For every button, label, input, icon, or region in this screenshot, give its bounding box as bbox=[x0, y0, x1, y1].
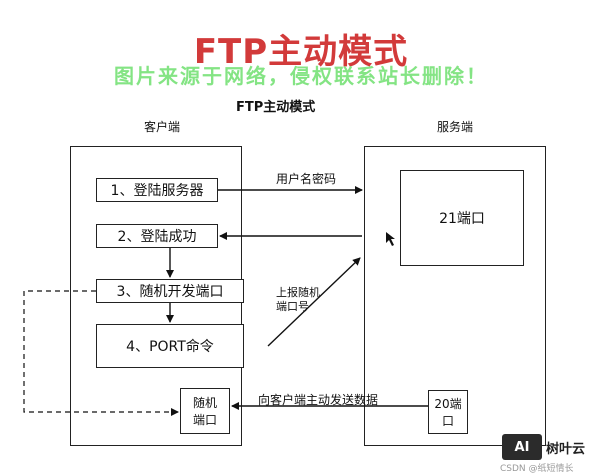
logo-icon: AI bbox=[502, 434, 542, 460]
report-port-line2: 端口号 bbox=[276, 300, 309, 313]
step-login-server: 1、登陆服务器 bbox=[96, 178, 218, 202]
step-open-random-port: 3、随机开发端口 bbox=[96, 279, 244, 303]
cursor-icon bbox=[386, 232, 395, 246]
brand-text: 树叶云 bbox=[546, 442, 586, 457]
port-20-line1: 20端 bbox=[434, 397, 462, 411]
user-password-label: 用户名密码 bbox=[276, 172, 337, 186]
port-20-box: 20端 口 bbox=[428, 390, 468, 434]
credit-text: CSDN @纸短情长 bbox=[500, 464, 574, 474]
port-21-box: 21端口 bbox=[400, 170, 524, 266]
report-port-label: 上报随机 端口号 bbox=[276, 286, 336, 314]
random-port-box: 随机 端口 bbox=[180, 388, 230, 434]
arrow-report-port bbox=[267, 257, 361, 347]
page-title: FTP主动模式 bbox=[193, 32, 409, 72]
step-login-success: 2、登陆成功 bbox=[96, 224, 218, 248]
report-port-line1: 上报随机 bbox=[276, 286, 320, 299]
watermark-text: 图片来源于网络，侵权联系站长删除！ bbox=[114, 64, 488, 88]
send-data-label: 向客户端主动发送数据 bbox=[258, 393, 379, 407]
dashed-port-link bbox=[23, 290, 179, 416]
port-20-line2: 口 bbox=[441, 414, 454, 428]
client-label: 客户端 bbox=[144, 120, 181, 134]
diagram-subtitle: FTP主动模式 bbox=[236, 100, 316, 115]
random-port-line2: 端口 bbox=[192, 413, 217, 427]
server-label: 服务端 bbox=[437, 120, 474, 134]
random-port-line1: 随机 bbox=[192, 396, 217, 410]
step-port-command: 4、PORT命令 bbox=[96, 324, 244, 368]
